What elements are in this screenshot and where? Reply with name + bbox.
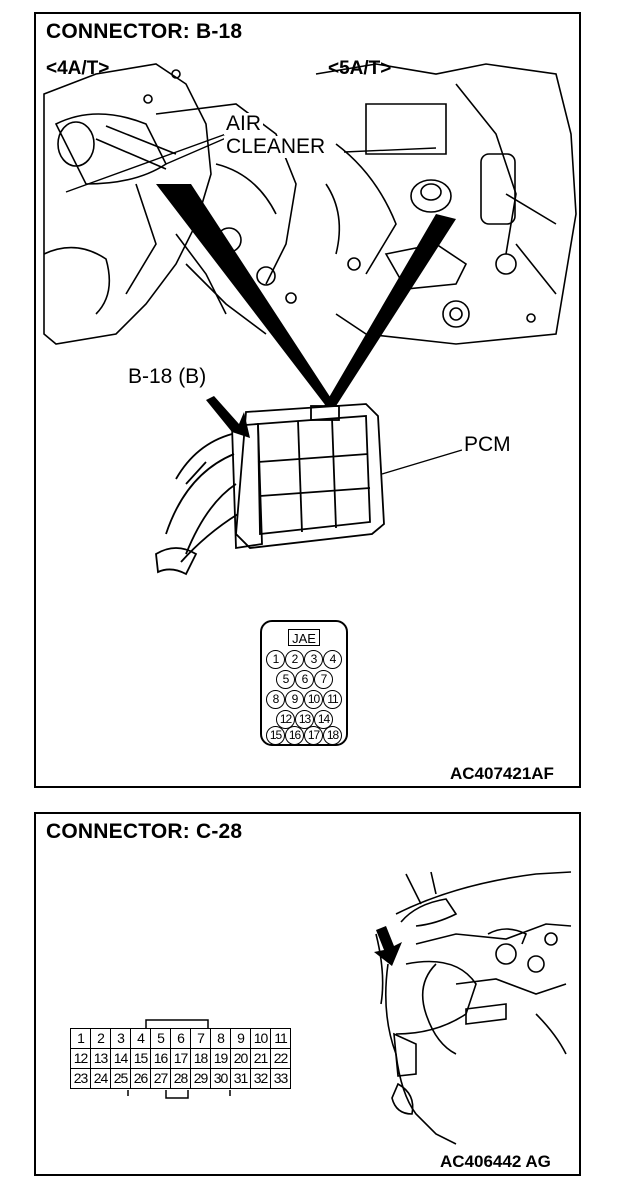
connector-pin: 3 [111,1029,131,1049]
connector-pin: 25 [111,1069,131,1089]
panel-title: CONNECTOR: B-18 [46,20,243,43]
connector-pin: 10 [304,690,323,709]
connector-pin: 4 [323,650,342,669]
connector-pin: 14 [314,710,333,729]
connector-pin: 12 [71,1049,91,1069]
connector-pin: 8 [211,1029,231,1049]
connector-pin: 3 [304,650,323,669]
connector-pin: 8 [266,690,285,709]
connector-pin: 9 [285,690,304,709]
variant-tag-5at: <5A/T> [328,58,392,79]
panel-title: CONNECTOR: C-28 [46,820,243,843]
pcm-label: PCM [462,433,513,456]
connector-c28-grid: 1 2 3 4 5 6 7 8 9 10 11 12 13 14 15 16 1… [70,1028,291,1089]
connector-pin: 20 [231,1049,251,1069]
connector-pin: 11 [323,690,342,709]
dashboard-wiring-illustration [374,871,572,1145]
connector-b18-callout: B-18 (B) [126,365,209,388]
connector-pin: 13 [91,1049,111,1069]
connector-pin: 7 [314,670,333,689]
connector-pin: 32 [251,1069,271,1089]
connector-pin: 6 [295,670,314,689]
connector-pin: 22 [271,1049,291,1069]
connector-pin: 26 [131,1069,151,1089]
air-cleaner-label-line2: CLEANER [224,135,328,158]
connector-pin: 7 [191,1029,211,1049]
connector-pin: 16 [151,1049,171,1069]
connector-pin: 5 [151,1029,171,1049]
variant-tag-4at: <4A/T> [46,58,110,79]
connector-pin: 18 [323,726,342,745]
connector-pin: 29 [191,1069,211,1089]
connector-pin: 24 [91,1069,111,1089]
connector-pin: 28 [171,1069,191,1089]
connector-b18-face: JAE 1 2 3 4 5 6 7 8 9 10 11 12 13 14 15 … [260,620,348,746]
connector-pin: 27 [151,1069,171,1089]
connector-pin: 6 [171,1029,191,1049]
connector-pin: 17 [304,726,323,745]
connector-pin: 30 [211,1069,231,1089]
connector-c28-panel: CONNECTOR: C-28 1 2 3 4 5 6 7 8 9 10 11 … [34,812,581,1176]
connector-pin: 13 [295,710,314,729]
connector-pin: 16 [285,726,304,745]
engine-bay-illustration [43,63,577,576]
connector-pin: 15 [131,1049,151,1069]
connector-pin: 33 [271,1069,291,1089]
connector-pin: 1 [71,1029,91,1049]
connector-pin: 31 [231,1069,251,1089]
connector-pin: 14 [111,1049,131,1069]
connector-pin: 5 [276,670,295,689]
connector-pin: 10 [251,1029,271,1049]
connector-pin: 12 [276,710,295,729]
figure-code: AC406442 AG [440,1152,551,1171]
figure-code: AC407421AF [450,764,554,783]
connector-pin: 15 [266,726,285,745]
connector-pin: 17 [171,1049,191,1069]
connector-pin: 18 [191,1049,211,1069]
air-cleaner-label-line1: AIR [224,112,264,135]
connector-pin: 4 [131,1029,151,1049]
connector-c28-housing [127,1019,231,1099]
connector-pin: 2 [285,650,304,669]
connector-pin: 1 [266,650,285,669]
connector-b18-panel: CONNECTOR: B-18 <4A/T> <5A/T> AIR CLEANE… [34,12,581,788]
connector-pin: 2 [91,1029,111,1049]
connector-pin: 23 [71,1069,91,1089]
connector-pin: 11 [271,1029,291,1049]
connector-brand-label: JAE [288,629,320,646]
connector-pin: 19 [211,1049,231,1069]
connector-pin: 21 [251,1049,271,1069]
connector-pin: 9 [231,1029,251,1049]
